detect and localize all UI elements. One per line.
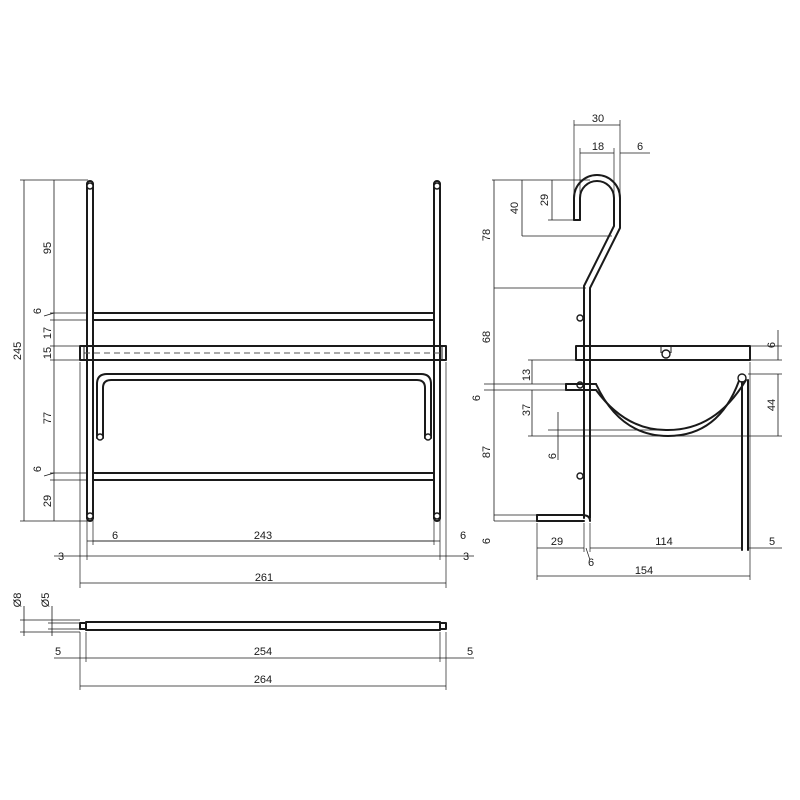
dim-37: 37 xyxy=(521,404,533,416)
dim-6-left-wall: 6 xyxy=(112,530,118,542)
dim-264: 264 xyxy=(254,674,272,686)
dim-30: 30 xyxy=(592,113,604,125)
dim-254: 254 xyxy=(254,646,272,658)
hook-inner xyxy=(579,180,615,519)
dim-95: 95 xyxy=(42,242,54,254)
dim-3-left: 3 xyxy=(58,551,64,563)
dim-6-foot-thickness: 6 xyxy=(481,538,493,544)
rod-right-end xyxy=(439,622,447,630)
leader-6-upper xyxy=(43,312,55,317)
cradle-loop-outer xyxy=(96,373,432,439)
front-view: 245 95 6 17 15 77 6 29 6 243 6 3 3 261 xyxy=(12,179,474,588)
dim-6-right-wall: 6 xyxy=(460,530,466,542)
dim-5-right: 5 xyxy=(467,646,473,658)
cradle-loop-inner xyxy=(102,379,426,439)
dim-6-hook: 6 xyxy=(637,141,643,153)
foot-outer xyxy=(536,514,591,522)
dim-18: 18 xyxy=(592,141,604,153)
cradle-end xyxy=(737,373,747,383)
upright-rivet-upper xyxy=(576,314,584,322)
dim-d8: Ø8 xyxy=(12,593,24,608)
dim-44: 44 xyxy=(766,399,778,411)
dim-5-end: 5 xyxy=(769,536,775,548)
dim-77: 77 xyxy=(42,412,54,424)
bottom-right-rivet xyxy=(433,512,441,520)
dim-6-cradle: 6 xyxy=(547,453,559,459)
rod-left-end xyxy=(79,622,87,630)
dim-5-left: 5 xyxy=(55,646,61,658)
dim-17: 17 xyxy=(42,327,54,339)
dim-68: 68 xyxy=(481,331,493,343)
right-upright-bottom-cap xyxy=(433,517,441,522)
rod-body xyxy=(85,621,441,631)
dim-29-foot: 29 xyxy=(551,536,563,548)
top-left-rivet xyxy=(86,182,94,190)
top-right-rivet xyxy=(433,182,441,190)
bottom-left-rivet xyxy=(86,512,94,520)
leader-6-frame xyxy=(585,547,591,561)
dim-6-lower: 6 xyxy=(32,466,44,472)
dim-6-foot: 6 xyxy=(471,395,483,401)
cradle-arc-outer xyxy=(595,377,741,437)
dim-15: 15 xyxy=(42,347,54,359)
left-upright-bottom-cap xyxy=(86,517,94,522)
dim-29-front: 29 xyxy=(42,495,54,507)
dim-6-shelf: 6 xyxy=(766,342,778,348)
side-view: 30 18 6 40 29 78 68 6 87 6 13 37 6 xyxy=(471,113,782,580)
dim-3-right: 3 xyxy=(463,551,469,563)
dim-d5: Ø5 xyxy=(40,593,52,608)
rod-view: Ø8 Ø5 5 254 5 264 xyxy=(12,593,474,690)
cradle-right-end xyxy=(424,433,432,441)
cradle-arc-inner xyxy=(595,379,747,432)
dim-13: 13 xyxy=(521,369,533,381)
upright-rivet-lower xyxy=(576,472,584,480)
dim-29-hook: 29 xyxy=(539,194,551,206)
dim-78: 78 xyxy=(481,229,493,241)
dim-6-frame: 6 xyxy=(588,557,594,569)
rod-bar xyxy=(79,345,447,361)
dim-40: 40 xyxy=(509,202,521,214)
dim-261: 261 xyxy=(255,572,273,584)
right-upright-top-cap xyxy=(433,180,441,185)
left-upright-top-cap xyxy=(86,180,94,185)
dim-243: 243 xyxy=(254,530,272,542)
dim-114: 114 xyxy=(655,536,673,548)
shelf-hole xyxy=(661,349,671,359)
cradle-left-end xyxy=(96,433,104,441)
dim-6-upper: 6 xyxy=(32,308,44,314)
shelf-bar xyxy=(575,345,751,361)
leader-6-lower xyxy=(43,472,55,477)
dim-245: 245 xyxy=(12,342,24,360)
dim-154: 154 xyxy=(635,565,653,577)
dim-87: 87 xyxy=(481,446,493,458)
